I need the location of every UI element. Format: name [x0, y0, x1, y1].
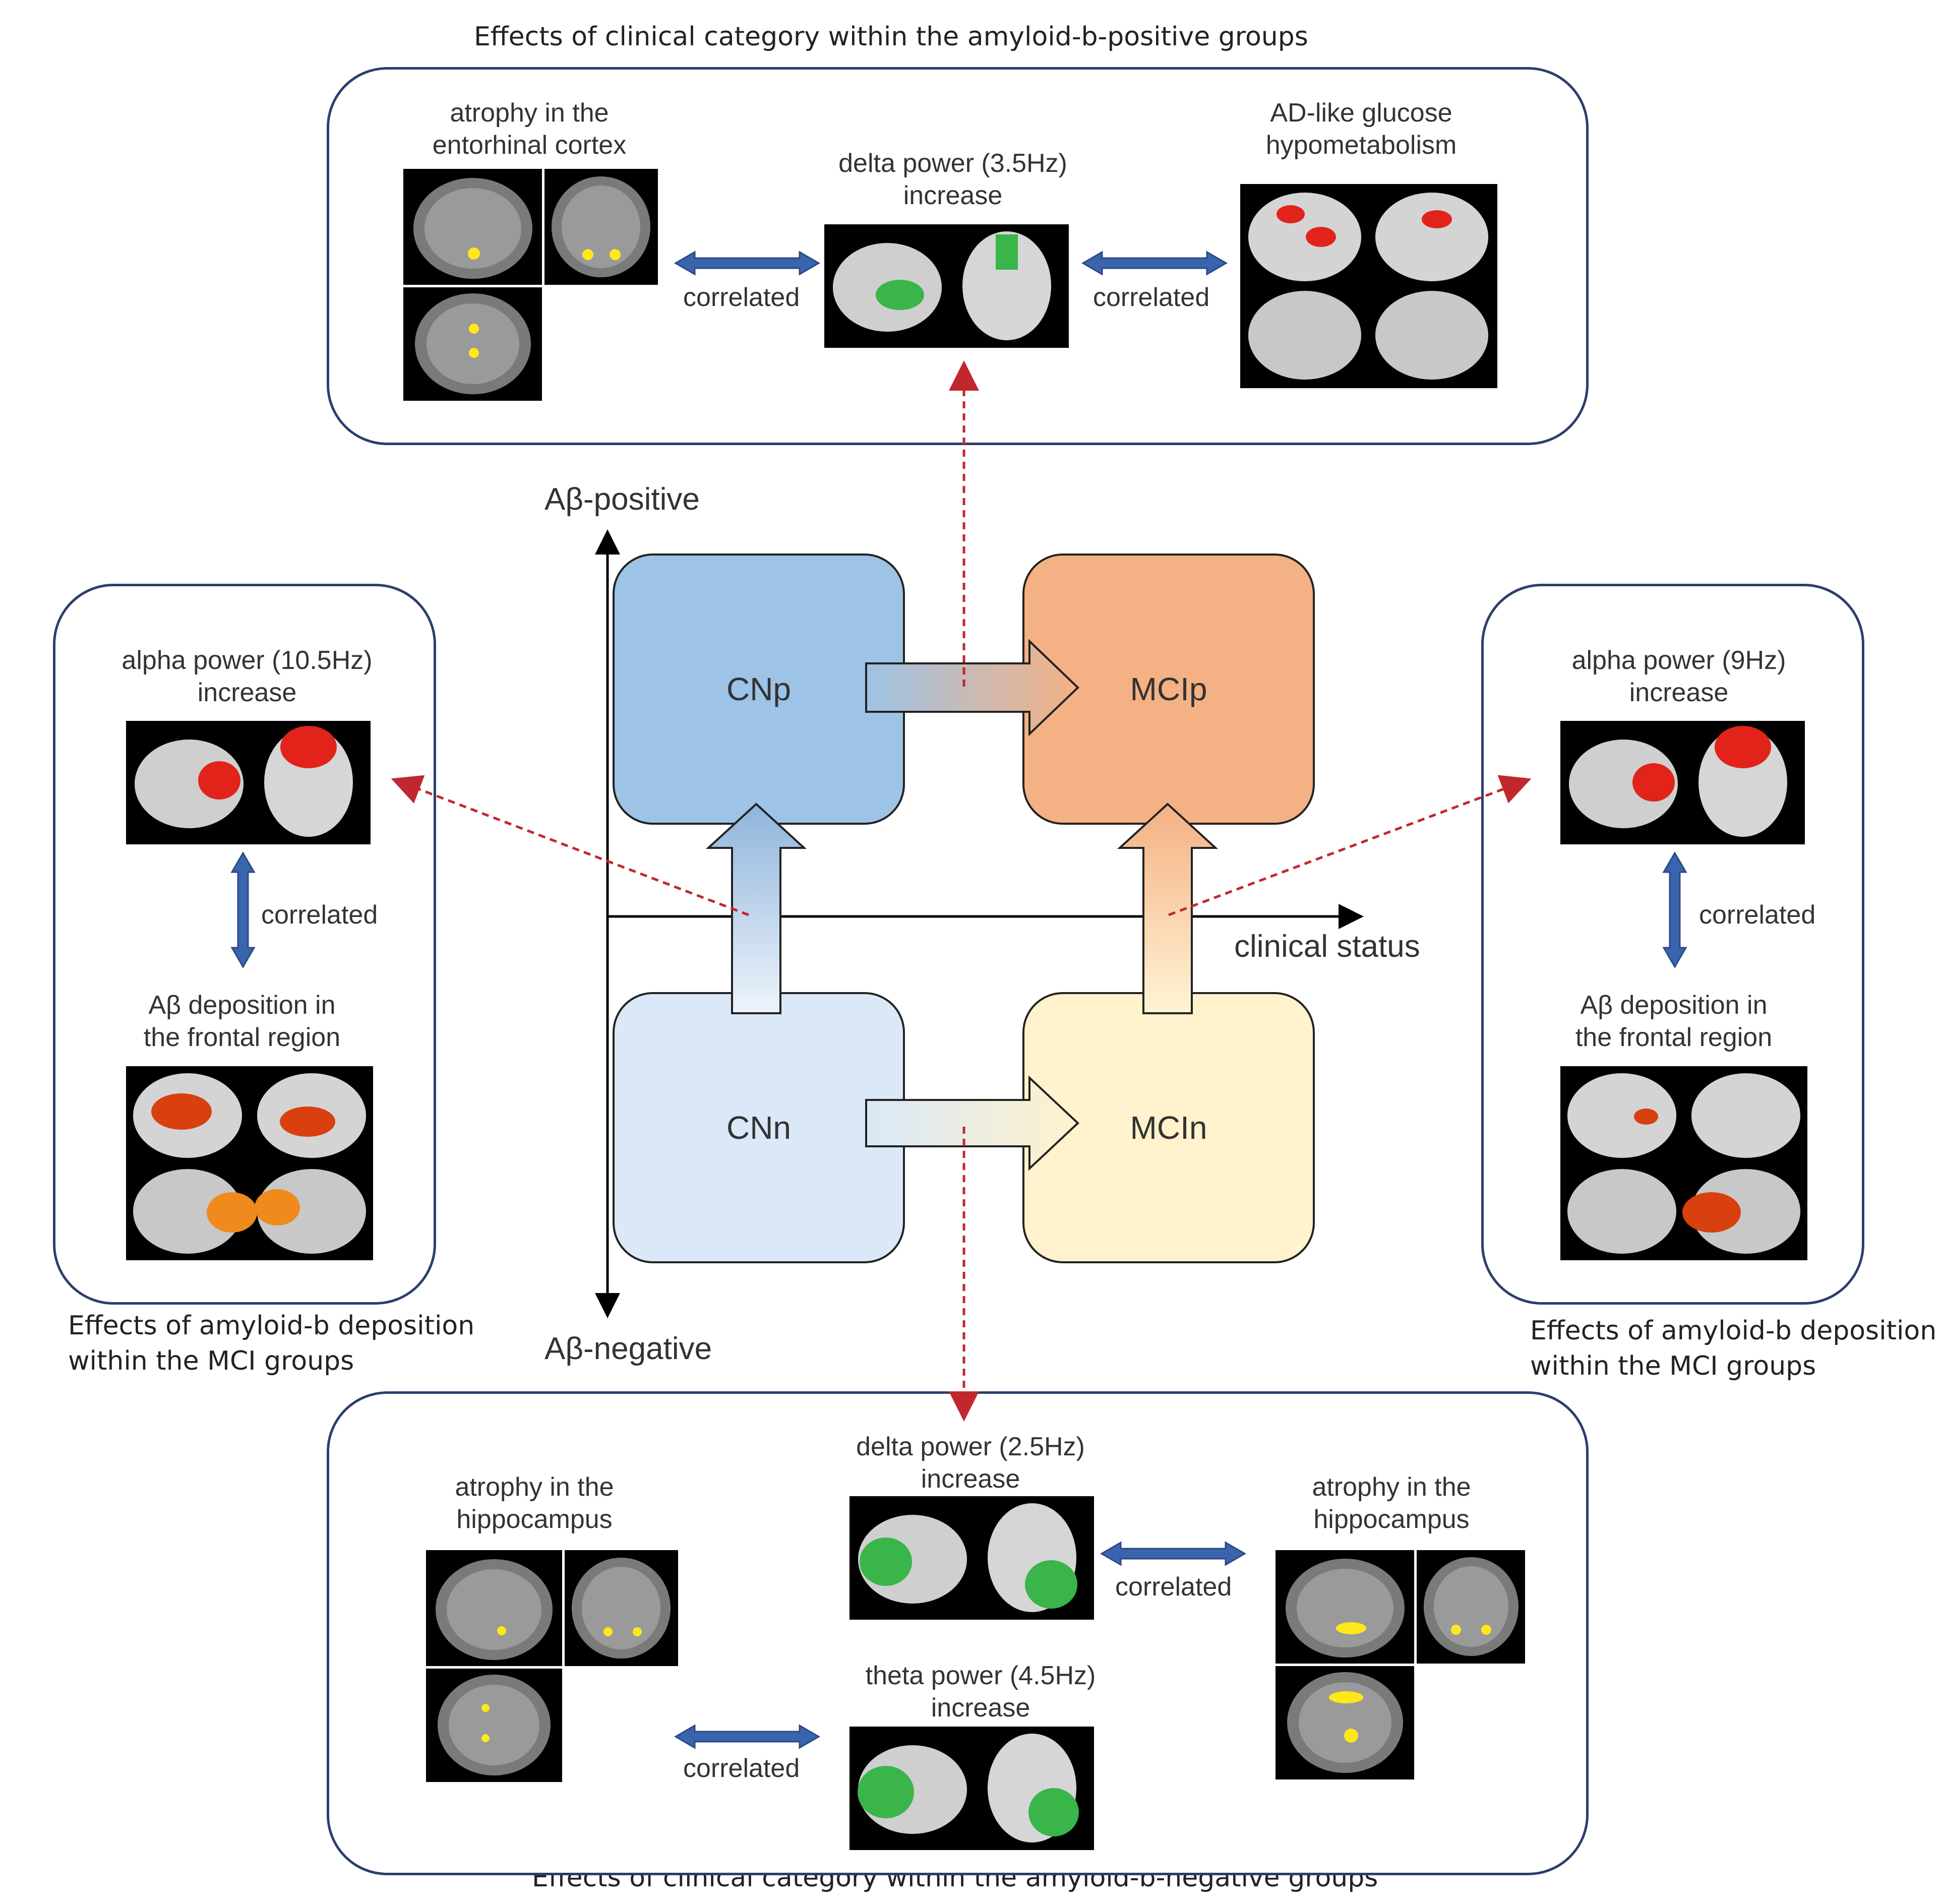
eeg-delta-2-5hz-map — [849, 1496, 1094, 1620]
mri-hippocampus-right-coronal — [1417, 1550, 1525, 1664]
box-mcip-label: MCIp — [1130, 671, 1207, 707]
eeg-delta-3-5hz-map — [824, 224, 1069, 348]
axis-label-abeta-positive: Aβ-positive — [544, 482, 700, 517]
double-arrow-bottom-upper — [1100, 1541, 1246, 1566]
box-mcip: MCIp — [1022, 554, 1315, 825]
caption-top: Effects of clinical category within the … — [474, 22, 1308, 52]
block-arrow-cnn-to-mcin — [865, 1075, 1079, 1171]
correlated-label-left: correlated — [261, 900, 378, 930]
box-cnn: CNn — [613, 992, 905, 1263]
caption-left-line1: Effects of amyloid-b deposition — [68, 1311, 475, 1341]
caption-right-line2: within the MCI groups — [1530, 1351, 1816, 1382]
mri-entorhinal-axial — [403, 287, 542, 401]
box-mcin-label: MCIn — [1130, 1110, 1207, 1146]
caption-right-line1: Effects of amyloid-b deposition — [1530, 1316, 1937, 1346]
pet-abeta-frontal-left — [126, 1066, 373, 1260]
caption-left: Effects of amyloid-b deposition within t… — [68, 1308, 474, 1379]
dashed-arrow-to-left-panel — [391, 775, 749, 916]
axis-label-abeta-negative: Aβ-negative — [544, 1331, 712, 1366]
eeg-alpha-9hz-map — [1560, 721, 1805, 844]
pet-glucose-hypometabolism — [1240, 184, 1497, 388]
eeg-theta-4-5hz-map — [849, 1727, 1094, 1850]
correlated-label-bottom-lower: correlated — [683, 1754, 800, 1783]
axis-label-clinical-status: clinical status — [1234, 929, 1420, 964]
mri-entorhinal-sagittal — [403, 169, 542, 285]
caption-right: Effects of amyloid-b deposition within t… — [1530, 1313, 1936, 1384]
mri-hippocampus-left-coronal — [565, 1550, 678, 1666]
pet-abeta-frontal-right — [1560, 1066, 1807, 1260]
correlated-label-top-left: correlated — [683, 283, 800, 312]
label-theta-4-5hz: theta power (4.5Hz)increase — [865, 1661, 1096, 1723]
correlated-label-top-right: correlated — [1093, 283, 1210, 312]
block-arrow-cnp-to-mcip — [865, 639, 1079, 736]
label-alpha-9hz: alpha power (9Hz)increase — [1571, 646, 1786, 707]
double-arrow-left-vertical — [230, 851, 256, 968]
block-arrow-cnn-to-cnp — [705, 803, 807, 1014]
correlated-label-bottom-upper: correlated — [1115, 1572, 1232, 1602]
block-arrow-mcin-to-mcip — [1117, 803, 1219, 1014]
double-arrow-right-vertical — [1662, 851, 1687, 968]
double-arrow-top-right — [1081, 251, 1228, 276]
double-arrow-bottom-lower — [674, 1724, 820, 1749]
mri-hippocampus-left-axial — [426, 1669, 562, 1782]
box-cnp-label: CNp — [726, 671, 792, 707]
mri-hippocampus-left-sagittal — [426, 1550, 562, 1666]
correlated-label-right: correlated — [1699, 900, 1816, 930]
label-alpha-10-5hz: alpha power (10.5Hz)increase — [122, 646, 373, 707]
mri-hippocampus-right-axial — [1276, 1666, 1414, 1779]
eeg-alpha-10-5hz-map — [126, 721, 371, 844]
caption-left-line2: within the MCI groups — [68, 1346, 354, 1377]
mri-entorhinal-coronal — [544, 169, 658, 285]
double-arrow-top-left — [674, 251, 820, 276]
box-cnn-label: CNn — [726, 1110, 792, 1146]
label-delta-2-5hz: delta power (2.5Hz)increase — [856, 1432, 1085, 1494]
dashed-arrow-to-right-panel — [1168, 775, 1532, 916]
mri-hippocampus-right-sagittal — [1276, 1550, 1414, 1664]
label-delta-3-5hz: delta power (3.5Hz)increase — [838, 149, 1067, 210]
